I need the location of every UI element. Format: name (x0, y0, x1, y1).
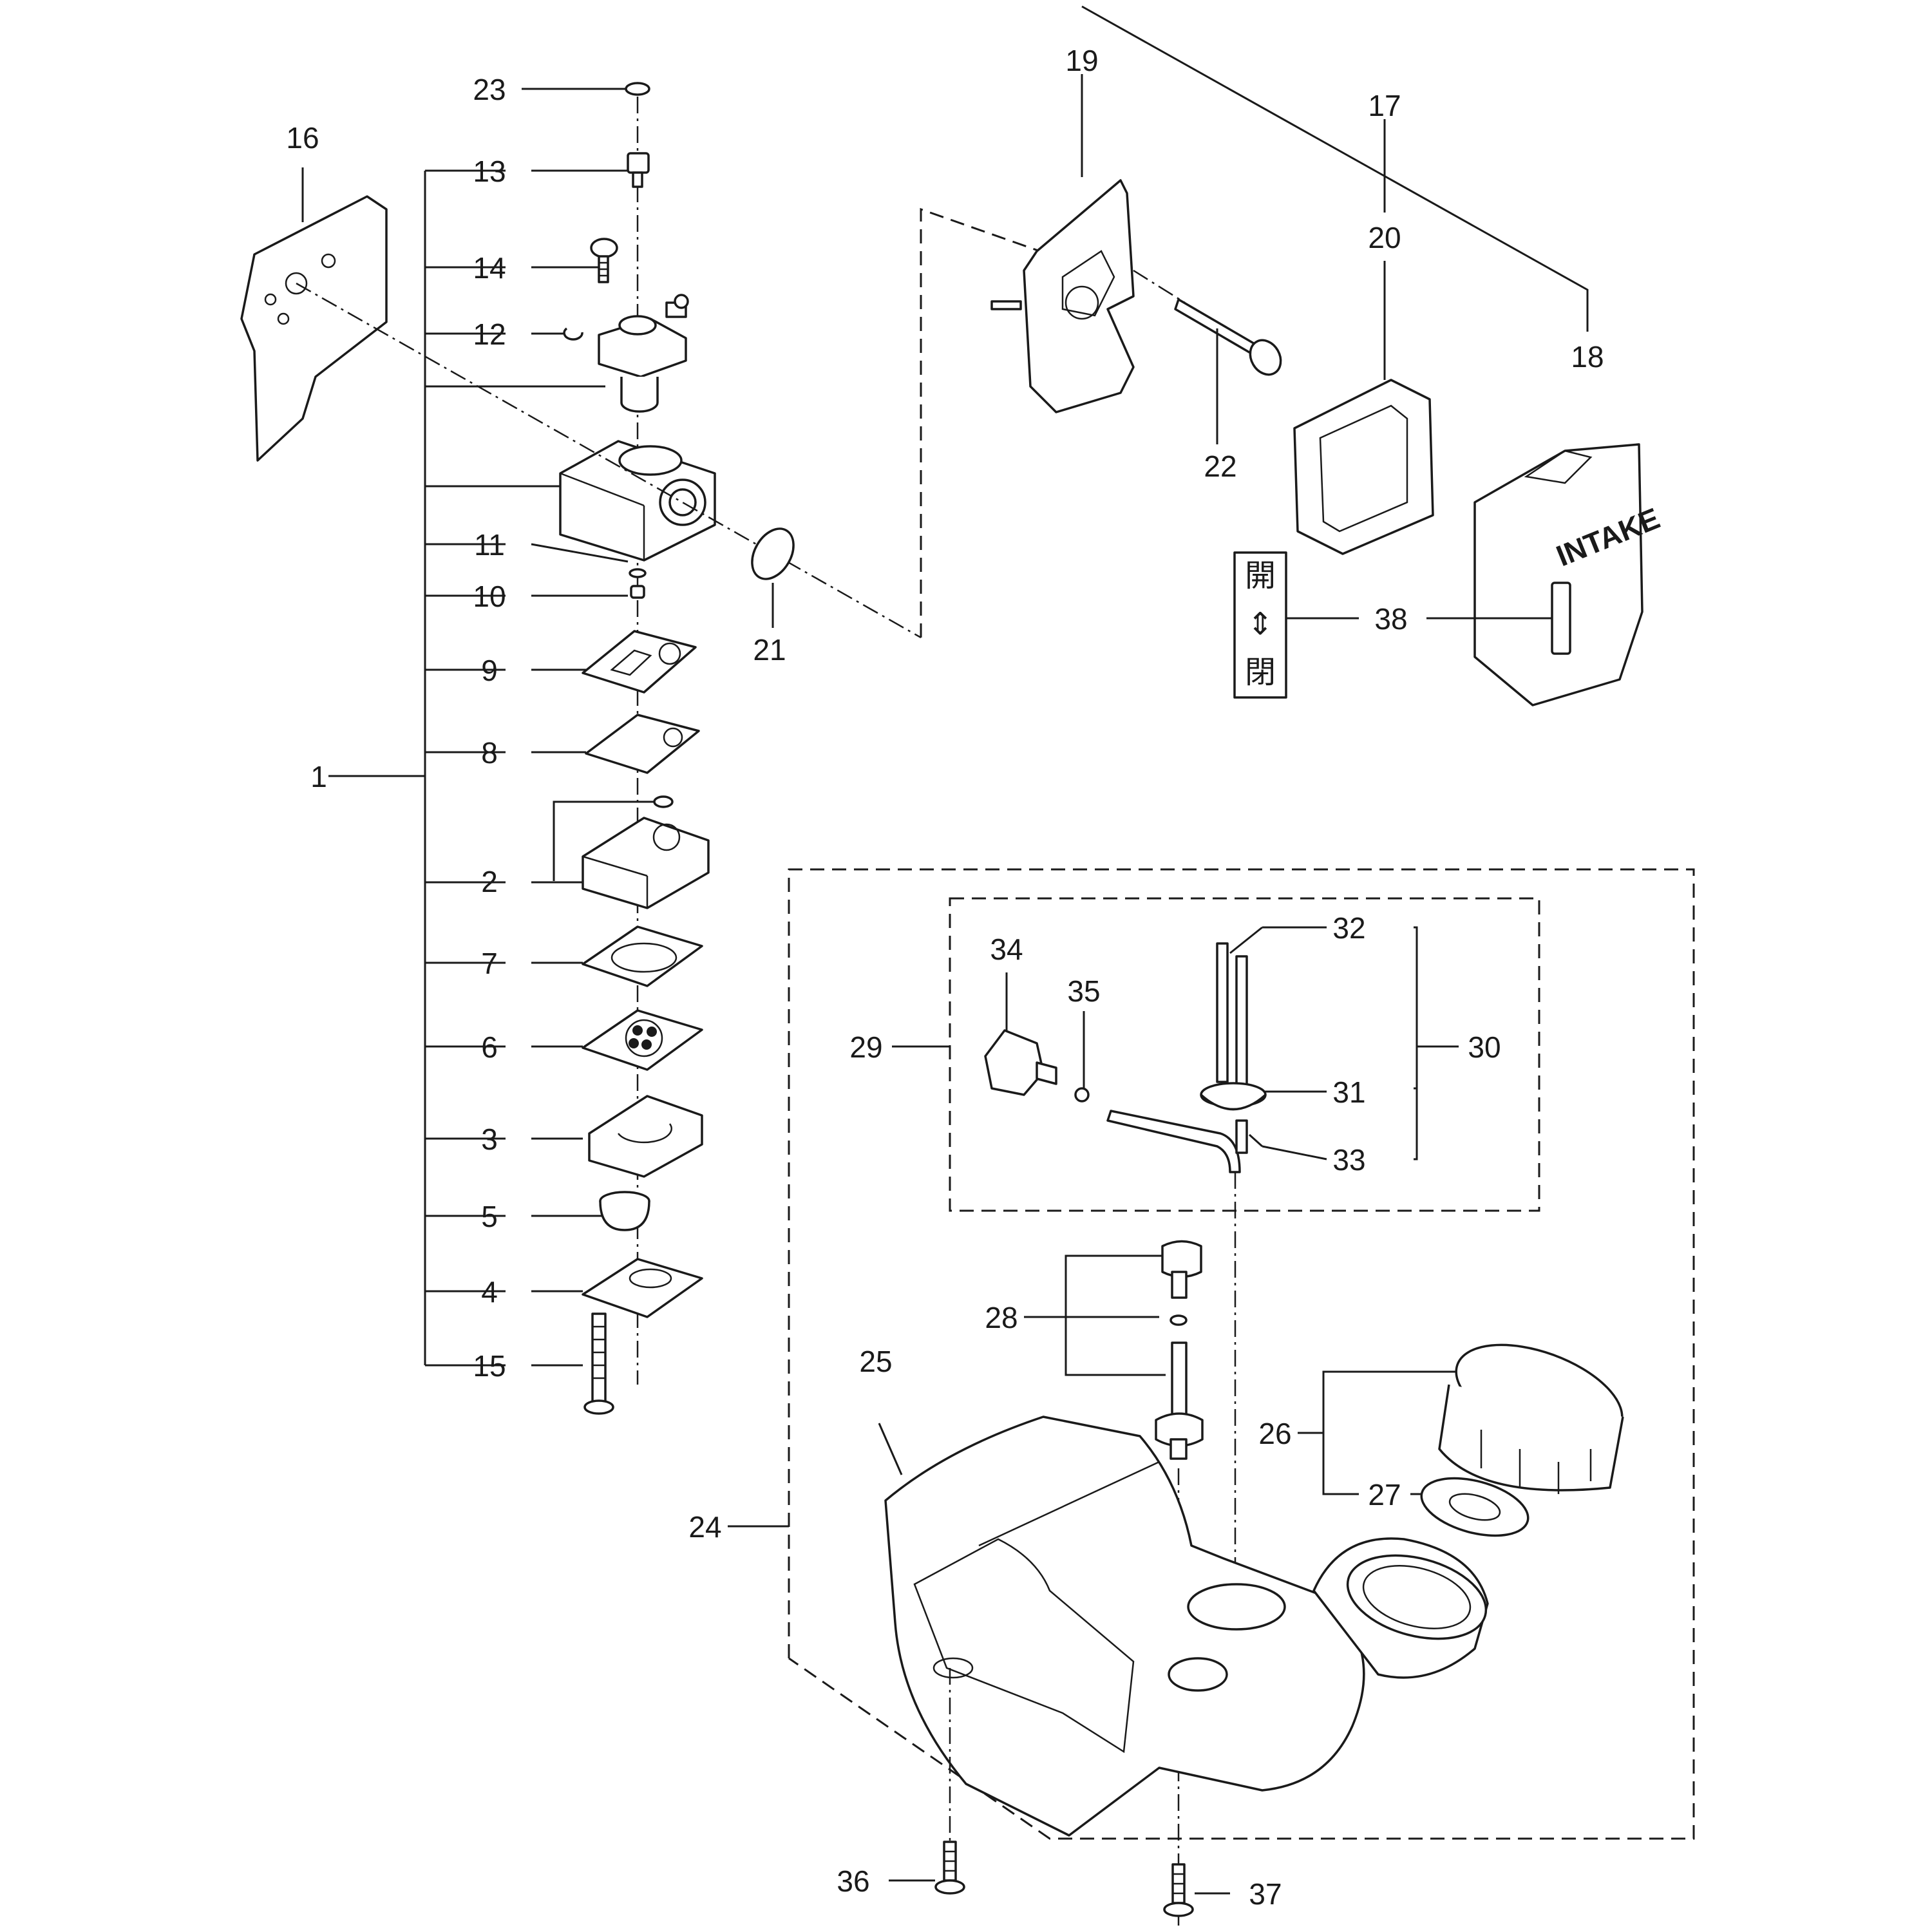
part-20-filter-element (1293, 119, 1434, 555)
callout-18: 18 (1571, 340, 1604, 374)
choke-open-char: 開 (1245, 558, 1276, 594)
throttle-assembly (598, 294, 689, 413)
part-4-plate (582, 1258, 703, 1318)
part-9-gasket (582, 630, 697, 694)
callout-13: 13 (473, 155, 506, 188)
callout-2: 2 (481, 865, 498, 898)
callout-21: 21 (753, 633, 786, 667)
callout-7: 7 (481, 947, 498, 980)
part-25-fuel-tank (884, 1416, 1489, 1837)
callout-20: 20 (1368, 221, 1401, 254)
air-cleaner-group: INTAKE 開 ⇕ 閉 (990, 5, 1664, 706)
part-34-fuel-filter (984, 972, 1057, 1096)
callout-1: 1 (310, 760, 327, 793)
part-28-vent-parts (1155, 1240, 1204, 1926)
fuel-pickup-group-outline (949, 897, 1540, 1212)
callout-10: 10 (473, 580, 506, 613)
part-7-gasket (582, 925, 703, 987)
part-23-cap (625, 82, 650, 96)
callout-14: 14 (473, 251, 506, 285)
part-2-pump-body (582, 795, 710, 909)
callout-27: 27 (1368, 1478, 1401, 1511)
callout-12: 12 (473, 317, 506, 351)
part-15-long-screw (583, 1312, 614, 1415)
callout-3: 3 (481, 1122, 498, 1156)
part-36-screw (889, 1841, 965, 1895)
callout-6: 6 (481, 1030, 498, 1064)
part-35-clip (1074, 1011, 1090, 1103)
part-27-cap-gasket (1420, 1477, 1530, 1537)
callout-15: 15 (473, 1349, 506, 1383)
callout-33: 33 (1332, 1143, 1365, 1177)
callout-29: 29 (849, 1030, 882, 1064)
callout-30: 30 (1468, 1030, 1501, 1064)
part-16-insulator-plate (240, 167, 388, 462)
part-10-needle (630, 585, 645, 599)
part-26-fuel-cap (1438, 1343, 1624, 1494)
part-6-diaphragm (582, 1009, 703, 1071)
part-18-air-cleaner-cover: INTAKE (1473, 443, 1664, 706)
callout-22: 22 (1204, 450, 1236, 483)
part-37-screw (1163, 1863, 1230, 1917)
carburetor-group (328, 82, 716, 1415)
callout-25: 25 (859, 1345, 892, 1378)
callout-24: 24 (688, 1510, 721, 1544)
choke-label: 開 ⇕ 閉 (1233, 551, 1552, 699)
callout-38: 38 (1374, 602, 1407, 636)
callout-labels: 1 2 3 4 5 6 7 8 9 10 11 12 13 14 15 16 1… (286, 44, 1604, 1911)
carburetor-body (559, 440, 716, 562)
callout-26: 26 (1258, 1417, 1291, 1450)
part-21-o-ring (751, 527, 795, 580)
fuel-tube-assembly (1106, 942, 1267, 1597)
callout-34: 34 (990, 933, 1023, 966)
fuel-tank-group-outline (788, 868, 1695, 1840)
callout-16: 16 (286, 121, 319, 155)
choke-arrow-icon: ⇕ (1247, 606, 1273, 642)
callout-32: 32 (1332, 911, 1365, 945)
part-19-air-cleaner-base (990, 179, 1135, 413)
callout-28: 28 (985, 1301, 1018, 1334)
part-3-cover (588, 1095, 703, 1178)
part-22-bolt (1133, 269, 1282, 444)
part-8-plate (585, 714, 700, 774)
part-11-ring (629, 568, 647, 578)
part-12-clip (563, 327, 583, 341)
callout-17: 17 (1368, 89, 1401, 122)
callout-8: 8 (481, 736, 498, 770)
callout-11: 11 (474, 528, 505, 562)
callout-4: 4 (481, 1275, 498, 1309)
callout-37: 37 (1249, 1877, 1282, 1911)
callout-31: 31 (1332, 1075, 1365, 1109)
callout-9: 9 (481, 654, 498, 687)
callout-35: 35 (1067, 974, 1100, 1008)
callout-36: 36 (837, 1864, 869, 1898)
callout-23: 23 (473, 73, 506, 106)
choke-close-char: 閉 (1245, 654, 1276, 690)
part-13-adjust-knob (627, 152, 650, 188)
part-5-primer-bulb (599, 1191, 650, 1231)
callout-19: 19 (1065, 44, 1098, 77)
callout-5: 5 (481, 1200, 498, 1233)
part-14-screw (590, 238, 618, 283)
